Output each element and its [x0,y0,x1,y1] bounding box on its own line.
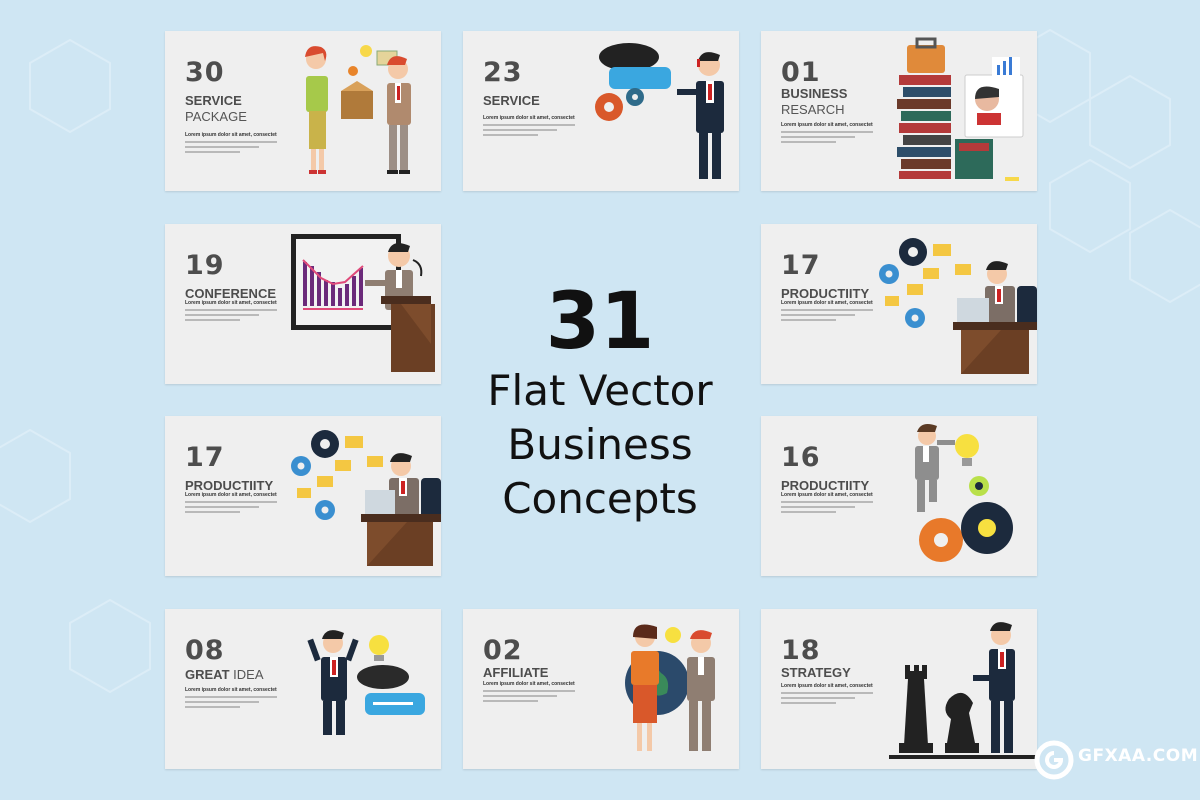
card-description: Lorem ipsum dolor sit amet, consectetur … [185,300,277,321]
card-description: Lorem ipsum dolor sit amet, consectetur … [781,492,873,513]
card-description: Lorem ipsum dolor sit amet, consectetur … [185,132,277,153]
card-number: 23 [483,57,523,88]
productivity-illustration [879,238,1037,374]
watermark: GFXAA.COM [1034,740,1198,785]
card-description: Lorem ipsum dolor sit amet, consectetur … [781,683,873,704]
card-title-bold: SERVICE [185,93,242,108]
card-description: Lorem ipsum dolor sit amet, consectetur … [483,681,575,702]
card-number: 02 [483,635,523,666]
card-title: GREAT IDEA [185,667,264,683]
card-title-light: RESARCH [781,102,845,117]
card-description: Lorem ipsum dolor sit amet, consectetur … [483,115,575,136]
card-title: PRODUCTIITY [781,478,869,494]
card-number: 30 [185,57,225,88]
card-description-heading: Lorem ipsum dolor sit amet, consectetur … [185,492,277,498]
card-number: 17 [185,442,225,473]
concept-card[interactable]: 16 PRODUCTIITY Lorem ipsum dolor sit ame… [761,416,1037,576]
service-illustration [595,43,724,179]
card-title-bold: BUSINESS [781,86,848,101]
card-title: AFFILIATE [483,665,548,681]
card-description-heading: Lorem ipsum dolor sit amet, consectetur … [483,681,575,687]
card-title-bold: STRATEGY [781,665,851,680]
card-title-bold: AFFILIATE [483,665,549,680]
card-number: 08 [185,635,225,666]
hero-line-3: Concepts [502,474,698,523]
card-number: 19 [185,250,225,281]
card-title: SERVICE [483,93,540,109]
hero-line-1: Flat Vector [487,366,713,415]
card-title-light: PACKAGE [185,109,247,124]
watermark-text: GFXAA.COM [1078,746,1199,766]
card-description: Lorem ipsum dolor sit amet, consectetur … [185,492,277,513]
card-title-bold: CONFERENCE [185,286,277,301]
card-number: 01 [781,57,821,88]
card-title: PRODUCTIITY [781,286,869,302]
card-description-heading: Lorem ipsum dolor sit amet, consectetur … [185,300,277,306]
business-research-illustration [897,37,1024,181]
strategy-illustration [889,622,1037,759]
card-title-light: IDEA [233,667,264,682]
great-idea-illustration [307,630,425,735]
card-description-heading: Lorem ipsum dolor sit amet, consectetur … [483,115,575,121]
card-title-bold: PRODUCTIITY [781,286,870,301]
card-title: PRODUCTIITY [185,478,273,494]
concept-card[interactable]: 17 PRODUCTIITY Lorem ipsum dolor sit ame… [761,224,1037,384]
card-description-heading: Lorem ipsum dolor sit amet, consectetur … [781,683,873,689]
card-description-heading: Lorem ipsum dolor sit amet, consectetur … [781,122,873,128]
concept-card[interactable]: 23 SERVICE Lorem ipsum dolor sit amet, c… [463,31,739,191]
card-number: 17 [781,250,821,281]
card-description: Lorem ipsum dolor sit amet, consectetur … [781,300,873,321]
hero-title: 31 Flat Vector Business Concepts [440,280,760,526]
concept-card[interactable]: 08 GREAT IDEA Lorem ipsum dolor sit amet… [165,609,441,769]
concept-card[interactable]: 02 AFFILIATE Lorem ipsum dolor sit amet,… [463,609,739,769]
concept-card[interactable]: 18 STRATEGY Lorem ipsum dolor sit amet, … [761,609,1037,769]
card-title-bold: GREAT [185,667,230,682]
card-title: CONFERENCE [185,286,276,302]
card-number: 18 [781,635,821,666]
productivity-gears-illustration [915,424,1013,562]
card-description-heading: Lorem ipsum dolor sit amet, consectetur … [185,687,277,693]
card-description-heading: Lorem ipsum dolor sit amet, consectetur … [781,300,873,306]
card-title-bold: PRODUCTIITY [185,478,274,493]
conference-illustration [291,234,435,372]
card-title-bold: SERVICE [483,93,540,108]
card-title: STRATEGY [781,665,851,681]
productivity-illustration [291,430,441,566]
hero-number: 31 [545,277,655,367]
hero-line-2: Business [507,420,693,469]
concept-card[interactable]: 19 CONFERENCE Lorem ipsum dolor sit amet… [165,224,441,384]
card-description: Lorem ipsum dolor sit amet, consectetur … [781,122,873,143]
card-description-heading: Lorem ipsum dolor sit amet, consectetur … [185,132,277,138]
concept-card[interactable]: 17 PRODUCTIITY Lorem ipsum dolor sit ame… [165,416,441,576]
gfxaa-logo-icon [1034,740,1074,780]
service-package-illustration [305,45,411,174]
card-title-bold: PRODUCTIITY [781,478,870,493]
card-description: Lorem ipsum dolor sit amet, consectetur … [185,687,277,708]
card-description-heading: Lorem ipsum dolor sit amet, consectetur … [781,492,873,498]
affiliate-illustration [625,624,715,751]
card-number: 16 [781,442,821,473]
